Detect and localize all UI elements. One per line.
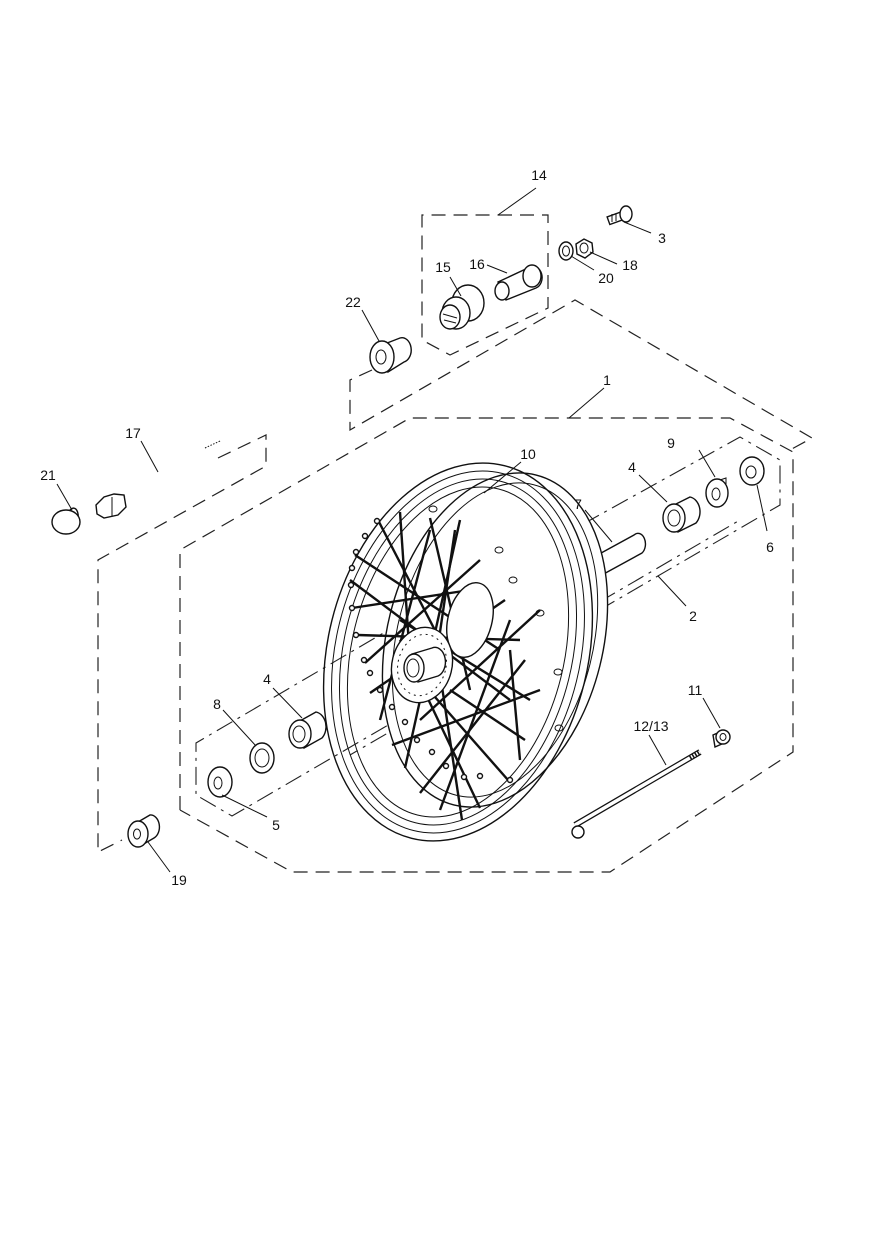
part-15-drive-housing xyxy=(439,284,485,330)
axle-box-right xyxy=(349,436,781,756)
part-18-nut xyxy=(575,238,594,259)
part-8-circlip xyxy=(249,742,275,774)
hub-flange xyxy=(390,626,454,704)
callout-5[interactable]: 5 xyxy=(272,817,280,833)
callout-20[interactable]: 20 xyxy=(598,270,614,286)
part-22-spacer xyxy=(369,337,412,374)
callout-4-right[interactable]: 4 xyxy=(628,459,636,475)
callout-8[interactable]: 8 xyxy=(213,696,221,712)
group-17-boundary xyxy=(97,434,267,853)
part-4-bearing-right xyxy=(662,496,701,534)
part-10-spoked-wheel xyxy=(322,462,609,842)
part-9-seal xyxy=(705,477,729,508)
callout-18[interactable]: 18 xyxy=(622,257,638,273)
part-5-washer xyxy=(207,766,233,798)
callout-6[interactable]: 6 xyxy=(766,539,774,555)
callout-19[interactable]: 19 xyxy=(171,872,187,888)
leader-lines xyxy=(56,187,768,873)
part-20-washer xyxy=(558,241,574,261)
callout-4-left[interactable]: 4 xyxy=(263,671,271,687)
group-22-boundary xyxy=(349,299,814,451)
group-14-boundary xyxy=(421,214,549,356)
callout-14[interactable]: 14 xyxy=(531,167,547,183)
part-12-13-spoke xyxy=(571,749,702,839)
part-19-spacer xyxy=(127,814,161,848)
part-4-bearing-left xyxy=(288,711,327,750)
callout-16[interactable]: 16 xyxy=(469,256,485,272)
callout-12-13[interactable]: 12/13 xyxy=(633,718,669,734)
callout-11[interactable]: 11 xyxy=(687,682,703,698)
callout-22[interactable]: 22 xyxy=(345,294,361,310)
callout-9[interactable]: 9 xyxy=(667,435,675,451)
part-3-screw xyxy=(606,205,633,226)
part-6-washer xyxy=(739,456,765,486)
callout-1[interactable]: 1 xyxy=(603,372,611,388)
callout-17[interactable]: 17 xyxy=(125,425,141,441)
rim-nipples xyxy=(347,517,514,784)
part-11-spoke-nipple xyxy=(712,729,731,749)
part-16-bush xyxy=(494,264,543,301)
callout-3[interactable]: 3 xyxy=(658,230,666,246)
callout-15[interactable]: 15 xyxy=(435,259,451,275)
callout-7[interactable]: 7 xyxy=(574,496,582,512)
part-21-cap xyxy=(51,507,81,535)
part-17-wheel-spindle xyxy=(95,439,222,519)
callout-21[interactable]: 21 xyxy=(40,467,56,483)
callout-2[interactable]: 2 xyxy=(689,608,697,624)
callout-10[interactable]: 10 xyxy=(520,446,536,462)
